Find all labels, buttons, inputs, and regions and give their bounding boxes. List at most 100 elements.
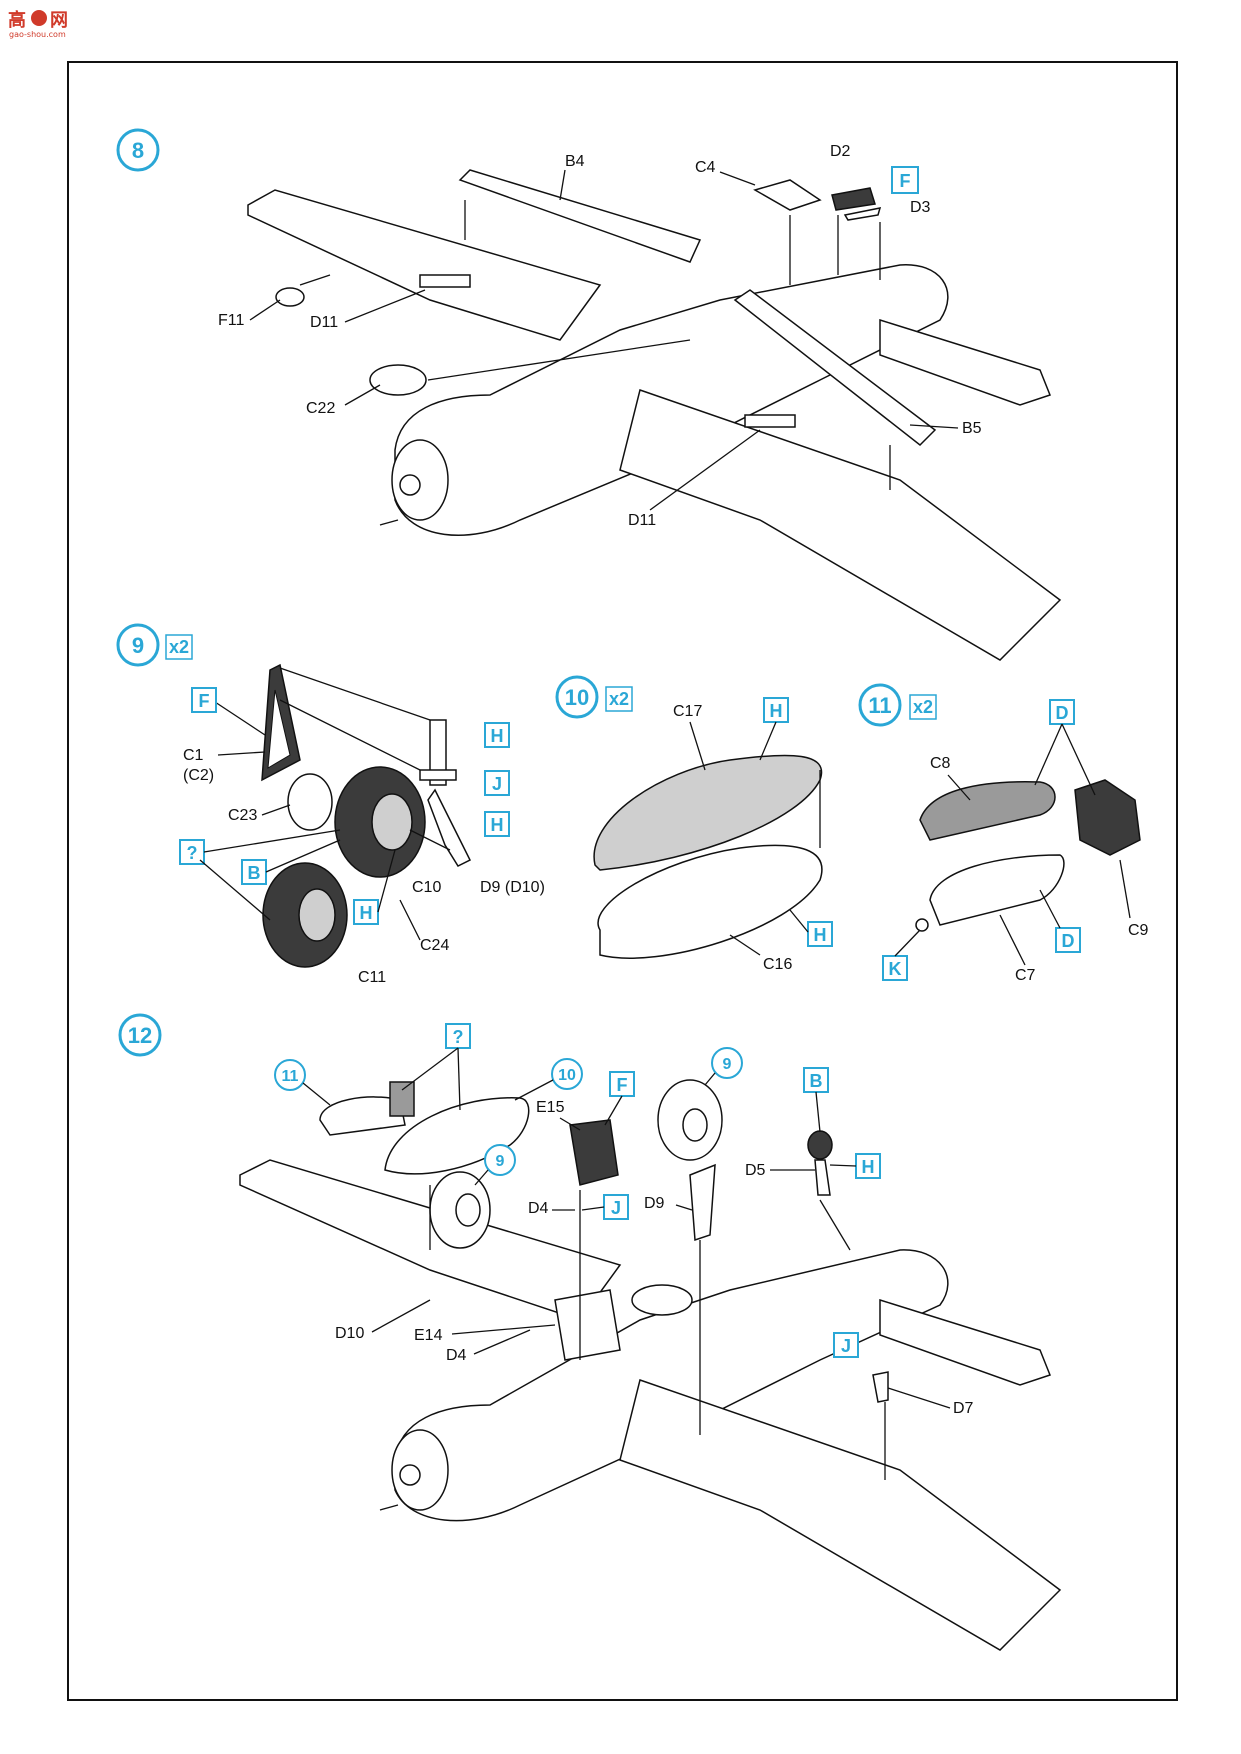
tag-H-strut: H: [491, 726, 504, 746]
step-9-number: 9: [132, 633, 144, 658]
tag-D-step11-top: D: [1056, 703, 1069, 723]
label-C22: C22: [306, 400, 335, 417]
label-C11: C11: [358, 969, 386, 986]
part-E14: [554, 1289, 621, 1361]
part-D3: [843, 207, 882, 221]
part-B4: [458, 169, 702, 263]
step-12-number: 12: [128, 1023, 152, 1048]
part-D11-left: [419, 274, 471, 288]
aircraft-top-assembly-8: [247, 169, 1062, 661]
svg-text:gao-shou.com: gao-shou.com: [9, 30, 66, 39]
step-8: 8: [116, 128, 1062, 661]
part-F11: [275, 287, 305, 307]
step-11-number: 11: [868, 693, 891, 718]
label-C1: C1: [183, 747, 204, 764]
part-D11-right: [744, 414, 796, 428]
tag-F-step8: F: [900, 171, 911, 191]
part-D2: [831, 187, 876, 211]
watermark-logo: 高 网 gao-shou.com: [6, 6, 74, 40]
part-D7: [872, 1371, 889, 1403]
label-D11-upper: D11: [310, 314, 338, 331]
step-9-multiplier: x2: [169, 637, 189, 657]
label-C23: C23: [228, 807, 257, 824]
label-D5: D5: [745, 1162, 766, 1179]
tag-H-step12: H: [862, 1157, 875, 1177]
step-10-number: 10: [565, 685, 589, 710]
label-E15: E15: [536, 1099, 565, 1116]
instruction-frame: [67, 61, 1178, 1701]
label-C17: C17: [673, 703, 702, 720]
label-D4-upper: D4: [528, 1200, 549, 1217]
part-C23: [287, 773, 333, 831]
tag-B-step9: B: [248, 863, 261, 883]
part-E15: [569, 1119, 619, 1186]
part-B5: [733, 289, 937, 447]
label-D3: D3: [910, 199, 931, 216]
label-C16: C16: [763, 956, 792, 973]
ref-step-9-left: 9: [496, 1153, 505, 1170]
step-12-badge: [118, 1013, 162, 1057]
part-C4: [753, 179, 822, 211]
landing-strut: [429, 719, 447, 786]
step-8-badge: [116, 128, 160, 172]
tag-F-step9: F: [199, 691, 210, 711]
tag-J-step9: J: [492, 774, 502, 794]
step-10-badge: [555, 675, 599, 719]
tag-question-step9: ?: [187, 843, 198, 863]
label-D9-D10: D9 (D10): [480, 879, 545, 896]
part-C8: [919, 781, 1056, 841]
tag-F-step12: F: [617, 1075, 628, 1095]
label-C4: C4: [695, 159, 716, 176]
ref-step-9-right: 9: [723, 1056, 732, 1073]
step-11-multiplier: x2: [913, 697, 933, 717]
step-11-badge: [858, 683, 902, 727]
part-C17: [593, 754, 823, 871]
part-C9: [1074, 779, 1141, 856]
tag-D-step11-bottom: D: [1062, 931, 1075, 951]
tag-B-step12: B: [810, 1071, 823, 1091]
label-D9: D9: [644, 1195, 665, 1212]
label-E14: E14: [414, 1327, 443, 1344]
tag-H-wheel: H: [360, 903, 373, 923]
label-C7: C7: [1015, 967, 1036, 984]
label-C2: (C2): [183, 767, 214, 784]
svg-text:网: 网: [50, 10, 68, 31]
label-D10: D10: [335, 1325, 364, 1342]
step-12: 12: [118, 1013, 1062, 1651]
label-C24: C24: [420, 937, 449, 954]
label-D4-lower: D4: [446, 1347, 467, 1364]
ref-step-11: 11: [282, 1068, 299, 1085]
tag-question-step12: ?: [453, 1027, 464, 1047]
tag-J-step12-left: J: [611, 1198, 621, 1218]
part-C16: [597, 844, 823, 959]
ref-step-10: 10: [558, 1067, 576, 1084]
step-10-multiplier: x2: [609, 689, 629, 709]
tag-H-step10-top: H: [770, 701, 783, 721]
wheel-B-nose: [807, 1130, 833, 1160]
step-9: 9 x2 C1 (C2) C23 C10 D9 (D10) C24 C11 F: [116, 623, 545, 986]
part-D9: [689, 1163, 716, 1242]
step-9-badge: [116, 623, 160, 667]
tag-J-step12-right: J: [841, 1336, 851, 1356]
part-D5: [814, 1159, 831, 1196]
label-D7: D7: [953, 1400, 974, 1417]
tank-ref-10: [384, 1097, 530, 1175]
label-C9: C9: [1128, 922, 1149, 939]
label-C8: C8: [930, 755, 951, 772]
label-B4: B4: [565, 153, 585, 170]
label-F11: F11: [218, 312, 244, 329]
tag-K-step11: K: [889, 959, 902, 979]
tag-H-step10-bottom: H: [814, 925, 827, 945]
step-10: 10 x2 C17 C16 H H: [555, 675, 833, 973]
part-C22: [369, 364, 427, 396]
label-C10: C10: [412, 879, 441, 896]
aircraft-bottom-assembly-12: [239, 1079, 1062, 1651]
step-8-number: 8: [132, 138, 144, 163]
label-B5: B5: [962, 420, 982, 437]
step-11: 11 x2 C8 C9 C7 D D K: [858, 683, 1149, 984]
part-C7: [929, 854, 1065, 926]
label-D2: D2: [830, 143, 851, 160]
tag-H-leg: H: [491, 815, 504, 835]
svg-text:高: 高: [8, 9, 26, 31]
